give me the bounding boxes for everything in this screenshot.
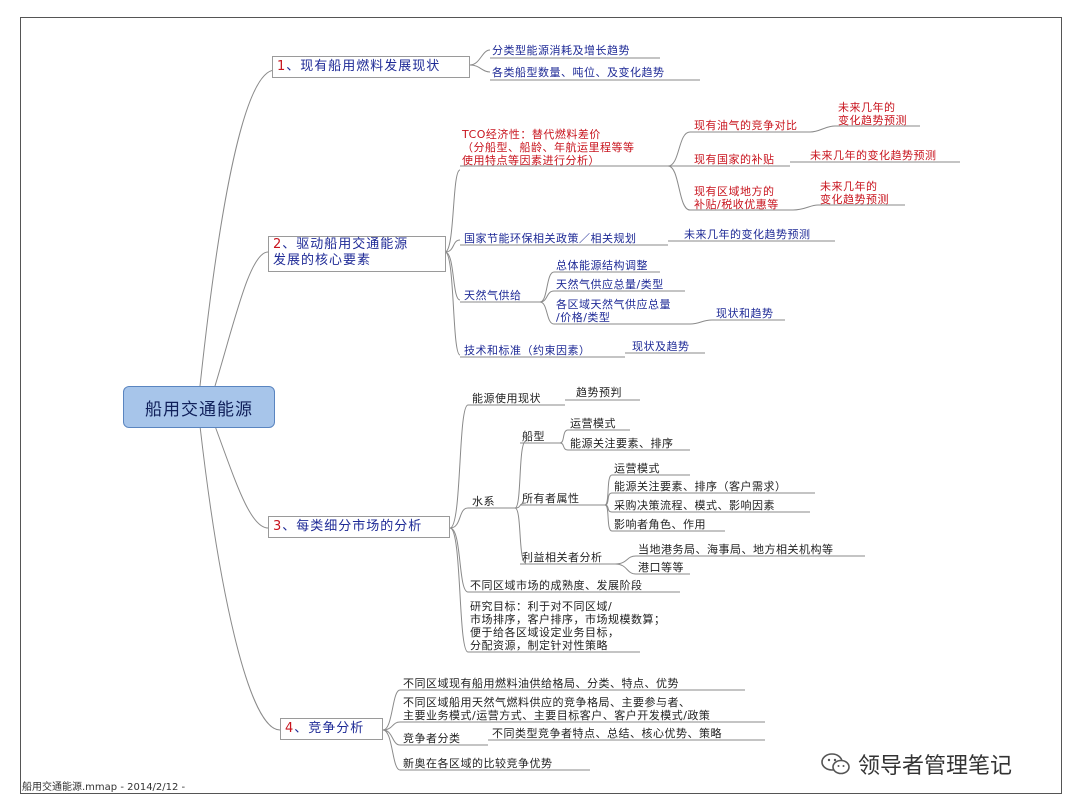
branch-1-number: 1 bbox=[277, 59, 287, 74]
watermark: 领导者管理笔记 bbox=[820, 748, 1012, 780]
branch-2-label: 、驱动船用交通能源 bbox=[282, 237, 409, 252]
b3-ship-ops-mode[interactable]: 运营模式 bbox=[570, 417, 616, 430]
b3-region-maturity[interactable]: 不同区域市场的成熟度、发展阶段 bbox=[470, 579, 643, 592]
b2-gas-status[interactable]: 现状和趋势 bbox=[716, 307, 774, 320]
b4-lng-competition-2: 主要业务模式/运营方式、主要目标客户、客户开发模式/政策 bbox=[403, 709, 711, 722]
b2-policy[interactable]: 国家节能环保相关政策／相关规划 bbox=[464, 232, 637, 245]
root-node[interactable]: 船用交通能源 bbox=[123, 386, 275, 428]
b1-topic-energy-consumption[interactable]: 分类型能源消耗及增长趋势 bbox=[492, 44, 630, 57]
b3-stakeholder-ports[interactable]: 港口等等 bbox=[638, 561, 684, 574]
b4-competitor-class[interactable]: 竞争者分类 bbox=[403, 732, 461, 745]
b2-tco-regional-subsidy-sub1[interactable]: 未来几年的 bbox=[820, 180, 878, 193]
b4-enn-advantage[interactable]: 新奥在各区域的比较竞争优势 bbox=[403, 757, 553, 770]
b3-stakeholder[interactable]: 利益相关者分析 bbox=[522, 551, 603, 564]
branch-3-label: 、每类细分市场的分析 bbox=[282, 519, 423, 534]
watermark-text: 领导者管理笔记 bbox=[858, 754, 1013, 779]
branch-2-label-line2: 发展的核心要素 bbox=[273, 253, 372, 268]
b3-ship-energy-factors[interactable]: 能源关注要素、排序 bbox=[570, 437, 674, 450]
b2-tco-regional-subsidy-2: 补贴/税收优惠等 bbox=[694, 198, 779, 211]
b3-stakeholder-authorities[interactable]: 当地港务局、海事局、地方相关机构等 bbox=[638, 543, 834, 556]
b2-tco-line2: （分船型、船龄、年航运里程等等 bbox=[462, 141, 635, 154]
b3-owner-energy-factors[interactable]: 能源关注要素、排序（客户需求） bbox=[614, 480, 787, 493]
b2-tco-regional-subsidy-sub2: 变化趋势预测 bbox=[820, 193, 889, 206]
b2-tco-national-subsidy-sub[interactable]: 未来几年的变化趋势预测 bbox=[810, 149, 937, 162]
branch-1-label: 、现有船用燃料发展现状 bbox=[286, 59, 441, 74]
branch-3-number: 3 bbox=[273, 519, 283, 534]
branch-2-node[interactable]: 2、驱动船用交通能源 发展的核心要素 bbox=[268, 236, 446, 272]
b2-tco-oil-gas-sub2: 变化趋势预测 bbox=[838, 114, 907, 127]
branch-4-label: 、竞争分析 bbox=[294, 721, 365, 736]
b3-goal-line2: 市场排序，客户排序，市场规模数算； bbox=[470, 613, 666, 626]
branch-4-node[interactable]: 4、竞争分析 bbox=[280, 718, 383, 740]
b3-ship-type[interactable]: 船型 bbox=[522, 430, 545, 443]
root-label: 船用交通能源 bbox=[145, 399, 253, 420]
b3-water-system[interactable]: 水系 bbox=[472, 495, 495, 508]
b2-tco-line1[interactable]: TCO经济性：替代燃料差价 bbox=[462, 128, 601, 141]
b2-gas-regional-2: /价格/类型 bbox=[556, 311, 611, 324]
b4-fuel-oil-supply[interactable]: 不同区域现有船用燃料油供给格局、分类、特点、优势 bbox=[403, 677, 679, 690]
b2-gas-regional-1[interactable]: 各区域天然气供应总量 bbox=[556, 298, 671, 311]
branch-3-node[interactable]: 3、每类细分市场的分析 bbox=[268, 516, 450, 538]
b2-tco-oil-gas-sub1[interactable]: 未来几年的 bbox=[838, 101, 896, 114]
b3-goal-line3: 便于给各区域设定业务目标， bbox=[470, 626, 620, 639]
b3-owner-attr[interactable]: 所有者属性 bbox=[522, 492, 580, 505]
b4-competitor-traits[interactable]: 不同类型竞争者特点、总结、核心优势、策略 bbox=[492, 727, 722, 740]
b3-goal-line1[interactable]: 研究目标：利于对不同区域/ bbox=[470, 600, 613, 613]
b3-energy-usage[interactable]: 能源使用现状 bbox=[472, 392, 541, 405]
b2-gas-supply[interactable]: 天然气供给 bbox=[464, 289, 522, 302]
wechat-icon bbox=[821, 753, 850, 775]
b2-tco-oil-gas[interactable]: 现有油气的竞争对比 bbox=[694, 119, 798, 132]
b3-owner-influencer[interactable]: 影响者角色、作用 bbox=[614, 518, 706, 531]
b3-owner-procurement[interactable]: 采购决策流程、模式、影响因素 bbox=[614, 499, 775, 512]
b3-goal-line4: 分配资源，制定针对性策略 bbox=[470, 639, 608, 652]
b2-tech-status[interactable]: 现状及趋势 bbox=[632, 340, 690, 353]
b2-gas-structure[interactable]: 总体能源结构调整 bbox=[556, 259, 648, 272]
file-footer: 船用交通能源.mmap - 2014/2/12 - bbox=[22, 782, 186, 793]
b2-tco-line3: 使用特点等因素进行分析） bbox=[462, 154, 600, 167]
b1-topic-ship-count[interactable]: 各类船型数量、吨位、及变化趋势 bbox=[492, 66, 665, 79]
b4-lng-competition-1[interactable]: 不同区域船用天然气燃料供应的竞争格局、主要参与者、 bbox=[403, 696, 691, 709]
b3-owner-ops-mode[interactable]: 运营模式 bbox=[614, 462, 660, 475]
b2-gas-total[interactable]: 天然气供应总量/类型 bbox=[556, 278, 664, 291]
b3-trend[interactable]: 趋势预判 bbox=[576, 386, 622, 399]
branch-4-number: 4 bbox=[285, 721, 295, 736]
b2-tco-national-subsidy[interactable]: 现有国家的补贴 bbox=[694, 153, 775, 166]
b2-policy-sub[interactable]: 未来几年的变化趋势预测 bbox=[684, 228, 811, 241]
b2-tech-standard[interactable]: 技术和标准（约束因素） bbox=[464, 344, 591, 357]
branch-1-node[interactable]: 1、现有船用燃料发展现状 bbox=[272, 56, 470, 78]
branch-2-number: 2 bbox=[273, 237, 283, 252]
b2-tco-regional-subsidy-1[interactable]: 现有区域地方的 bbox=[694, 185, 775, 198]
